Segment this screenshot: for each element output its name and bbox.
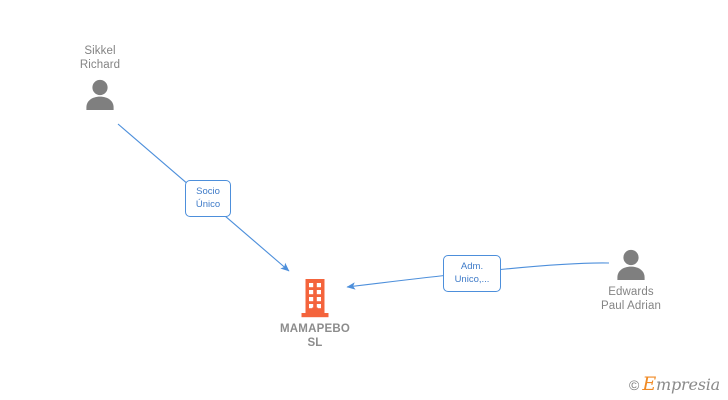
building-icon [301, 279, 329, 318]
node-person-edwards-paul-adrian[interactable]: Edwards Paul Adrian [556, 248, 706, 313]
person-name-label: Edwards Paul Adrian [601, 286, 661, 312]
watermark-empresia: © Empresia [629, 375, 720, 394]
company-name-label: MAMAPEBO SL [280, 323, 350, 349]
watermark-brand-initial: E [642, 373, 656, 395]
edge-label-socio-unico[interactable]: Socio Único [185, 180, 231, 217]
watermark-brand: Empresia [642, 375, 720, 394]
node-person-sikkel-richard[interactable]: Sikkel Richard [25, 44, 175, 110]
watermark-brand-rest: mpresia [656, 375, 720, 394]
edge-label-adm-unico[interactable]: Adm. Unico,... [443, 255, 501, 292]
copyright-icon: © [629, 376, 640, 393]
person-name-label: Sikkel Richard [79, 45, 121, 71]
person-icon [617, 249, 645, 280]
person-icon [86, 79, 114, 110]
node-company-mamapebo-sl[interactable]: MAMAPEBO SL [240, 278, 390, 350]
